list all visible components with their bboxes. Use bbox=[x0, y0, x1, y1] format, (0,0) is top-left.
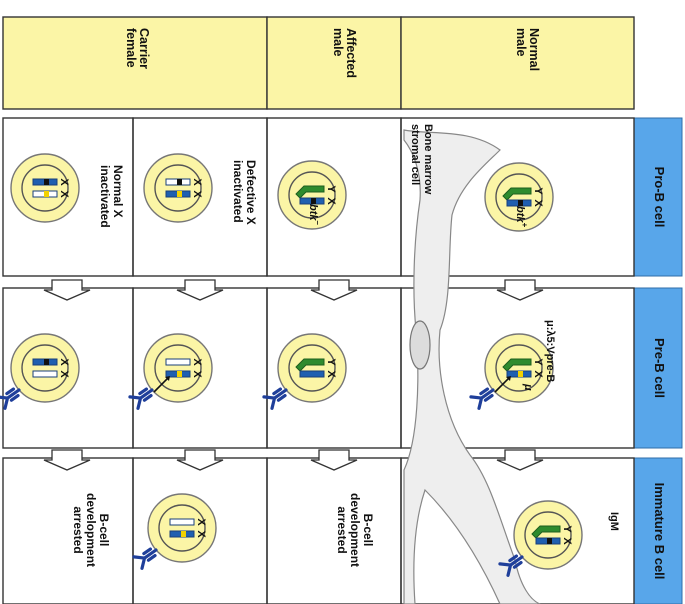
receptor-icon bbox=[0, 387, 21, 410]
cell-nucleus bbox=[495, 173, 543, 221]
header-carrier-female: Carrierfemale bbox=[124, 28, 151, 69]
chromosome-letter: X bbox=[532, 199, 544, 207]
btk-defect-mark bbox=[518, 371, 523, 377]
pre-b-receptor-label: μ:λ5:Vpre-B bbox=[544, 320, 556, 382]
cell-affected-pre-b: YX bbox=[262, 333, 347, 410]
chromosome-letter: X bbox=[58, 358, 70, 366]
chromosome-letter: X bbox=[58, 190, 70, 198]
btk-normal-mark bbox=[44, 179, 49, 185]
chromosome-letter: X bbox=[58, 370, 70, 378]
cell-carrier-normx-pre-b: XX bbox=[0, 333, 80, 410]
chromosome-letter: X bbox=[195, 530, 207, 538]
cell-nucleus bbox=[21, 164, 69, 212]
chromosome-letter: X bbox=[191, 178, 203, 186]
cell-nucleus bbox=[154, 164, 202, 212]
btk-normal-mark bbox=[547, 538, 552, 544]
transition-arrows bbox=[43, 279, 544, 471]
arrow-carrier-2-row2 bbox=[176, 449, 224, 471]
cell-nucleus bbox=[288, 171, 336, 219]
header-box-carrier bbox=[2, 16, 268, 110]
chromosome-letter: Y bbox=[532, 358, 544, 366]
header-normal-male: Normalmale bbox=[514, 28, 541, 71]
defective-x-label: Defective Xinactivated bbox=[231, 160, 258, 225]
btk-normal-mark bbox=[518, 200, 523, 206]
cell-nucleus bbox=[158, 504, 206, 552]
arrow-carrier-2-row1 bbox=[176, 279, 224, 301]
cell-nucleus bbox=[288, 344, 336, 392]
btk-label: btk+ bbox=[514, 206, 529, 228]
btk-defect-mark bbox=[181, 531, 186, 537]
receptor-icon bbox=[262, 387, 288, 410]
btk-defect-mark bbox=[44, 191, 49, 197]
x-chromosome bbox=[169, 518, 195, 526]
stage-label-immature-b: Immature B cell bbox=[652, 483, 667, 580]
chromosome-letter: X bbox=[532, 370, 544, 378]
chromosome-letter: Y bbox=[325, 358, 337, 366]
arrested-carrier-label: B-celldevelopmentarrested bbox=[71, 493, 111, 567]
arrow-affected-row1 bbox=[310, 279, 358, 301]
btk-normal-mark bbox=[177, 179, 182, 185]
chromosome-letter: Y bbox=[561, 525, 573, 533]
stromal-cell-label: Bone marrowstromal cell bbox=[409, 124, 434, 195]
cell-normal-pre-b: YXμ bbox=[469, 333, 554, 410]
stage-band-immature-b bbox=[633, 457, 683, 604]
receptor-icon bbox=[469, 387, 495, 410]
cell-carrier-defx-pro-b: XX bbox=[143, 153, 213, 223]
cell-nucleus bbox=[21, 344, 69, 392]
receptor-icon bbox=[128, 387, 154, 410]
btk-normal-mark bbox=[311, 198, 316, 204]
cell-nucleus bbox=[524, 511, 572, 559]
arrow-carrier-1-row2 bbox=[43, 449, 91, 471]
btk-label: btk– bbox=[307, 204, 322, 226]
stage-bands: Pro-B cell Pre-B cell Immature B cell bbox=[633, 117, 683, 604]
x-chromosome bbox=[299, 370, 325, 378]
stromal-nucleus bbox=[409, 320, 431, 370]
btk-normal-mark bbox=[44, 359, 49, 365]
cell-normal-immature-b: YX bbox=[498, 500, 583, 577]
arrow-carrier-1-row1 bbox=[43, 279, 91, 301]
stage-label-pre-b: Pre-B cell bbox=[652, 338, 667, 398]
mu-label: μ bbox=[522, 383, 534, 391]
chromosome-letter: Y bbox=[325, 185, 337, 193]
x-chromosome bbox=[32, 370, 58, 378]
chromosome-letter: X bbox=[325, 370, 337, 378]
cell-carrier-defx-pre-b: XX bbox=[128, 333, 213, 410]
receptor-icon bbox=[498, 554, 524, 577]
receptor-icon bbox=[132, 547, 158, 570]
cell-labels: Defective Xinactivated Normal Xinactivat… bbox=[71, 160, 620, 567]
header-affected-male: Affectedmale bbox=[331, 28, 358, 78]
stromal-cell-shape bbox=[403, 129, 541, 604]
cell-carrier-defx-immature-b: XX bbox=[132, 493, 217, 570]
stage-label-pro-b: Pro-B cell bbox=[652, 167, 667, 228]
igm-label: IgM bbox=[608, 512, 620, 531]
normal-x-label: Normal Xinactivated bbox=[98, 165, 125, 228]
chromosome-letter: X bbox=[191, 370, 203, 378]
arrow-normal-row1 bbox=[496, 279, 544, 301]
btk-defect-mark bbox=[177, 191, 182, 197]
chromosome-letter: X bbox=[191, 358, 203, 366]
chromosome-letter: X bbox=[195, 518, 207, 526]
chromosome-letter: X bbox=[561, 537, 573, 545]
arrow-normal-row2 bbox=[496, 449, 544, 471]
chromosome-letter: Y bbox=[532, 187, 544, 195]
stage-band-pre-b bbox=[633, 287, 683, 449]
chromosome-letter: X bbox=[58, 178, 70, 186]
arrested-affected-label: B-celldevelopmentarrested bbox=[335, 493, 375, 567]
chromosome-letter: X bbox=[191, 190, 203, 198]
btk-defect-mark bbox=[177, 371, 182, 377]
signal-arrow bbox=[153, 377, 169, 393]
header-box-normal bbox=[400, 16, 635, 110]
x-chromosome bbox=[165, 358, 191, 366]
cell-carrier-normx-pro-b: XX bbox=[10, 153, 80, 223]
column-header-row: Carrierfemale Affectedmale Normalmale bbox=[2, 16, 635, 110]
signal-arrow bbox=[494, 377, 510, 393]
header-box-affected bbox=[266, 16, 402, 110]
arrow-affected-row2 bbox=[310, 449, 358, 471]
chromosome-letter: X bbox=[325, 197, 337, 205]
